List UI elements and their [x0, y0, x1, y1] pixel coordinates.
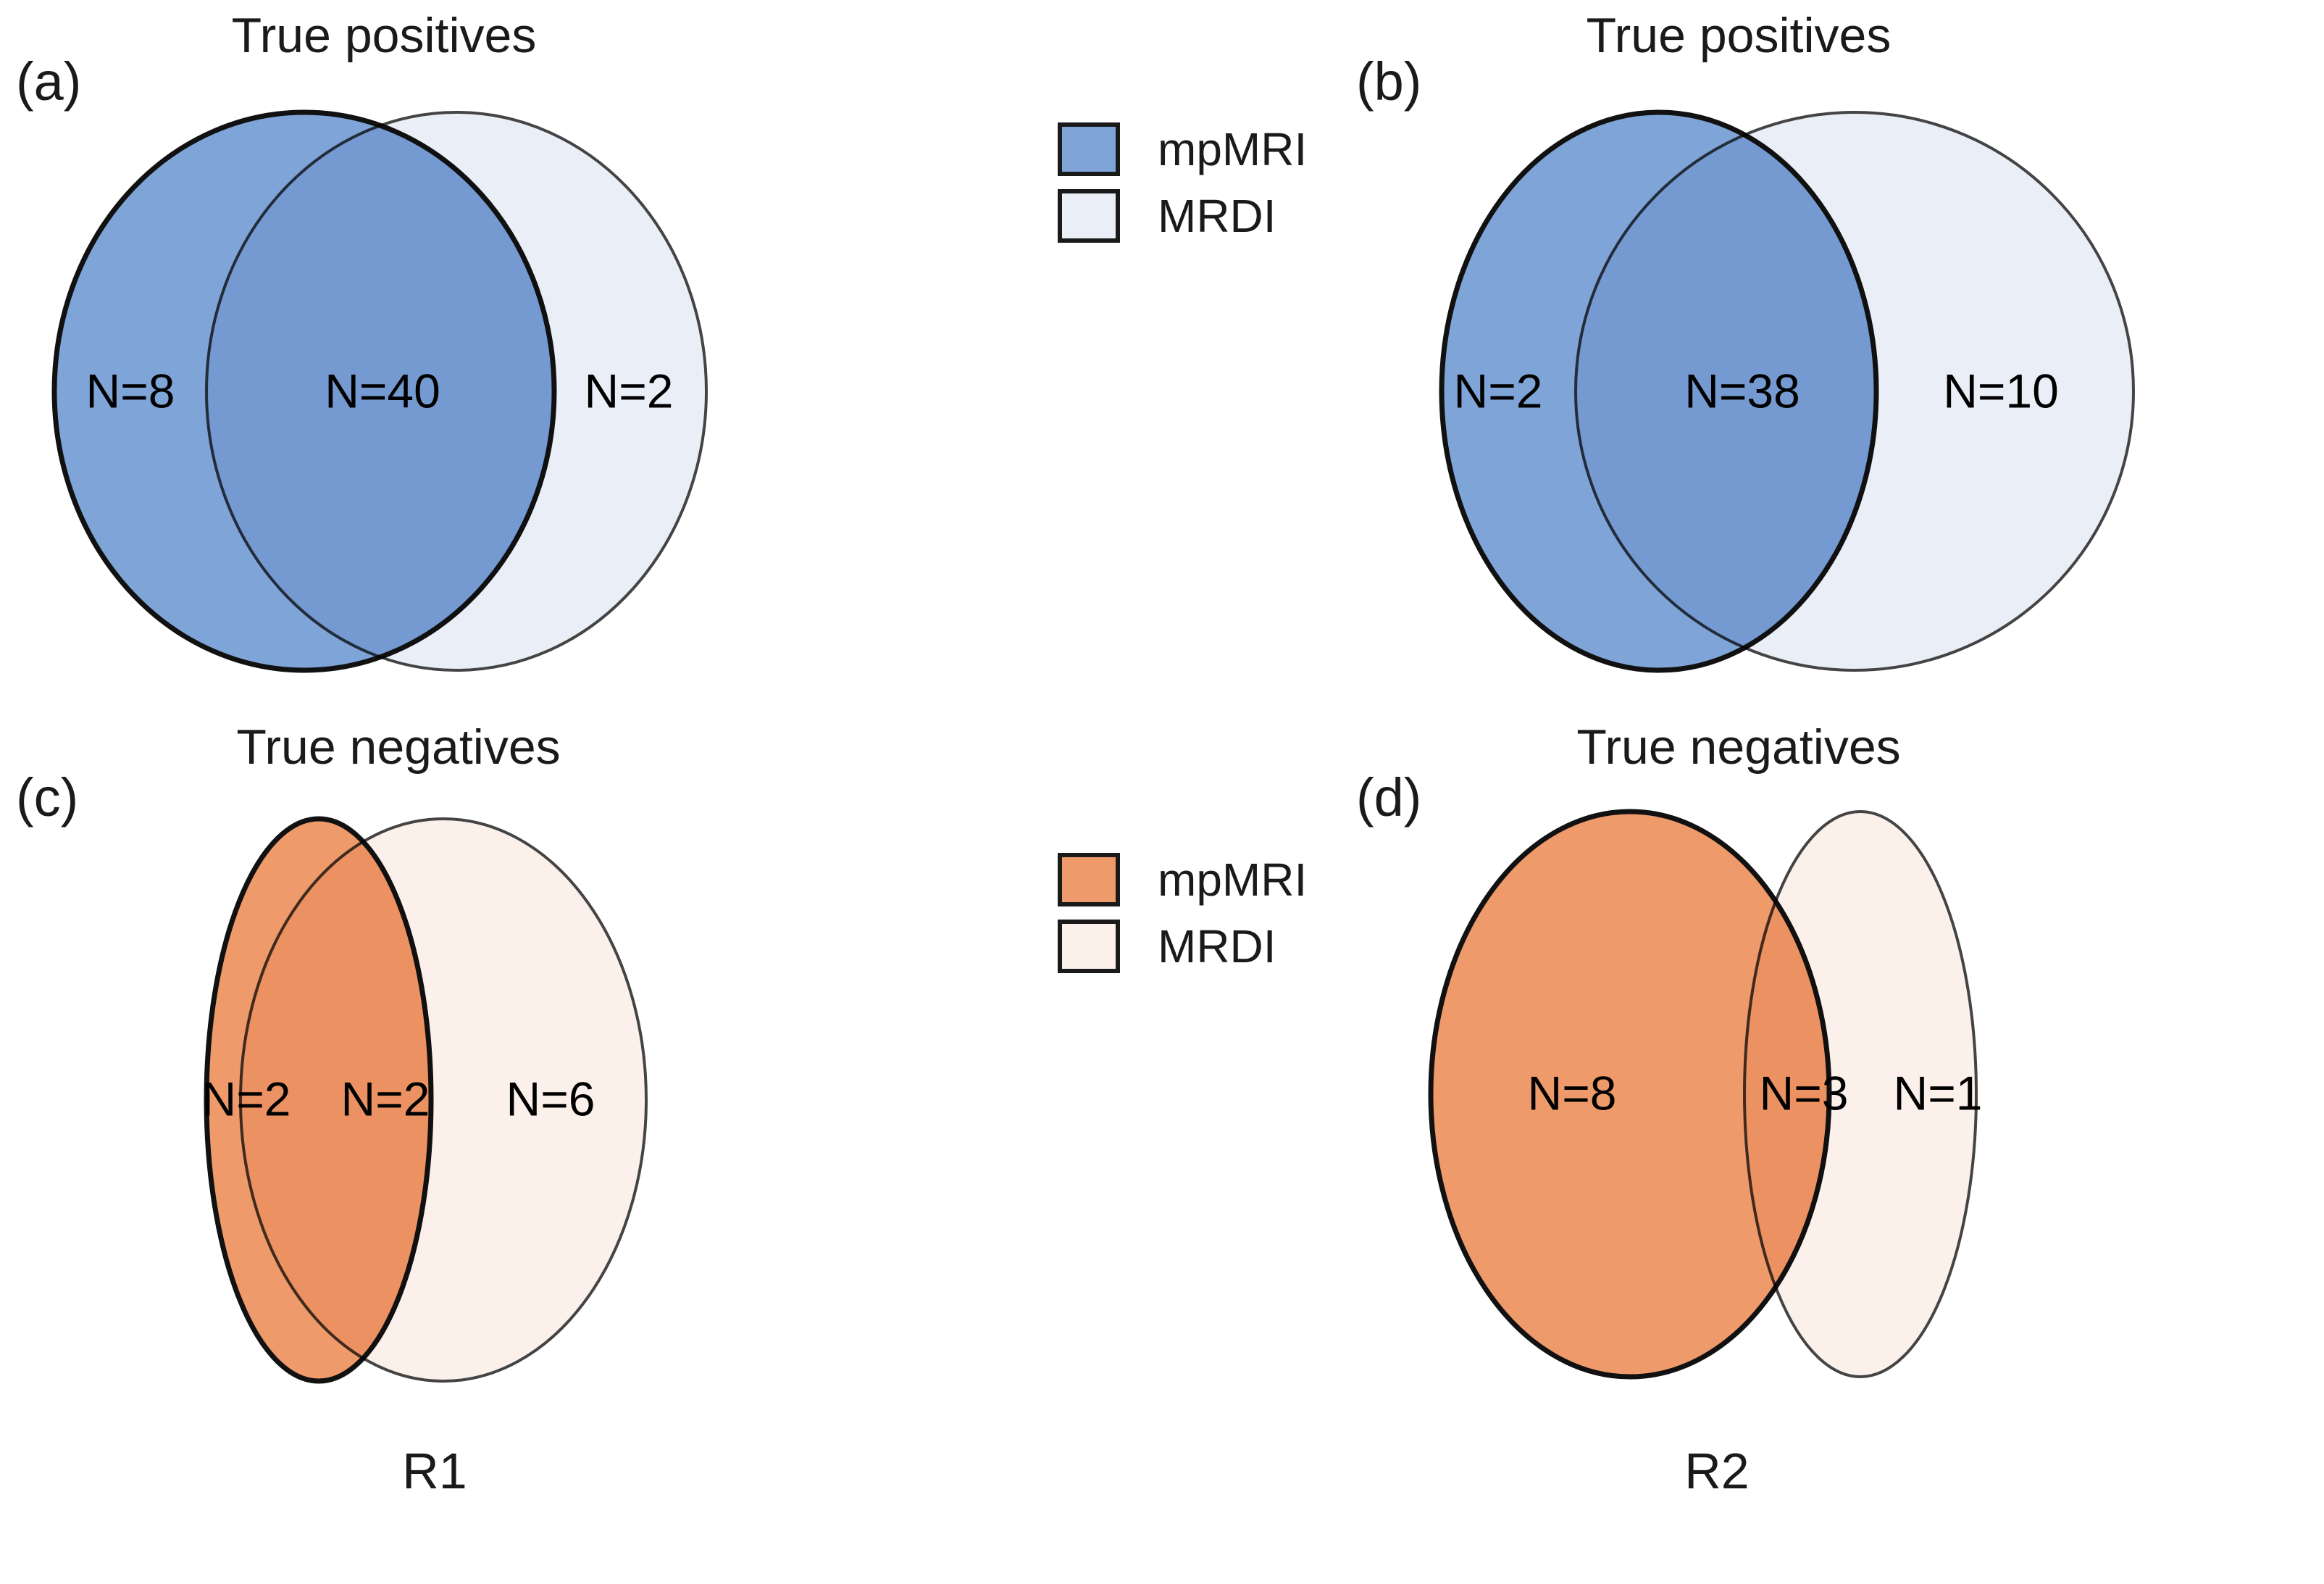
- blue-legend-label-mrdi: MRDI: [1158, 190, 1276, 242]
- blue-legend: mpMRI MRDI: [1058, 116, 1307, 249]
- panel-d: True negatives (d) N=8 N=3 N=1 R2: [1340, 710, 2324, 1584]
- panel-a-mrdi-ellipse[interactable]: [205, 111, 708, 672]
- blue-legend-row-mrdi[interactable]: MRDI: [1058, 183, 1307, 249]
- reader-label-r1: R1: [402, 1443, 467, 1499]
- reader-label-r2: R2: [1684, 1443, 1750, 1499]
- panel-b-left-only-label: N=2: [1454, 364, 1543, 417]
- panel-b-right-only-label: N=10: [1943, 364, 2059, 417]
- panel-b: True positives (b) N=2 N=38 N=10: [1340, 0, 2324, 725]
- panel-c-right-only-label: N=6: [506, 1072, 595, 1125]
- panel-a-intersection-label: N=40: [325, 364, 440, 417]
- panel-c-title: True negatives: [236, 720, 561, 775]
- orange-legend: mpMRI MRDI: [1058, 846, 1307, 980]
- panel-c-intersection-label: N=2: [341, 1072, 430, 1125]
- panel-a-venn: N=8 N=40 N=2: [51, 109, 708, 673]
- panel-b-mrdi-ellipse[interactable]: [1574, 111, 2135, 672]
- panel-c-mrdi-ellipse[interactable]: [239, 817, 648, 1383]
- panel-a-title: True positives: [231, 8, 537, 63]
- panel-b-intersection-label: N=38: [1684, 364, 1800, 417]
- panel-c-venn: N=2 N=2 N=6: [202, 816, 648, 1384]
- panel-d-left-only-label: N=8: [1528, 1066, 1617, 1120]
- orange-legend-row-mpmri[interactable]: mpMRI: [1058, 846, 1307, 913]
- panel-b-tag: (b): [1356, 51, 1422, 112]
- blue-legend-label-mpmri: mpMRI: [1158, 123, 1308, 175]
- blue-legend-swatch-mpmri: [1058, 122, 1120, 176]
- blue-legend-row-mpmri[interactable]: mpMRI: [1058, 116, 1307, 183]
- orange-legend-label-mpmri: mpMRI: [1158, 854, 1308, 906]
- panel-a-right-only-label: N=2: [585, 364, 674, 417]
- panel-d-mrdi-ellipse[interactable]: [1743, 810, 1978, 1378]
- panel-d-tag: (d): [1356, 767, 1422, 828]
- panel-c-left-only-label: N=2: [202, 1072, 291, 1125]
- panel-d-title: True negatives: [1576, 720, 1901, 775]
- panel-c-tag: (c): [16, 767, 79, 828]
- panel-d-venn: N=8 N=3 N=1: [1428, 809, 1983, 1380]
- panel-a-left-only-label: N=8: [86, 364, 175, 417]
- panel-b-title: True positives: [1586, 8, 1892, 63]
- orange-legend-label-mrdi: MRDI: [1158, 920, 1276, 972]
- panel-d-intersection-label: N=3: [1760, 1066, 1849, 1120]
- panel-a: True positives (a) N=8 N=40 N=2: [0, 0, 1014, 725]
- blue-legend-swatch-mrdi: [1058, 189, 1120, 243]
- panel-c: True negatives (c) N=2 N=2 N=6 R1: [0, 710, 1014, 1584]
- orange-legend-swatch-mrdi: [1058, 920, 1120, 973]
- orange-legend-row-mrdi[interactable]: MRDI: [1058, 913, 1307, 980]
- panel-a-tag: (a): [16, 51, 82, 112]
- orange-legend-swatch-mpmri: [1058, 853, 1120, 906]
- panel-d-right-only-label: N=1: [1894, 1066, 1983, 1120]
- panel-b-venn: N=2 N=38 N=10: [1439, 109, 2135, 673]
